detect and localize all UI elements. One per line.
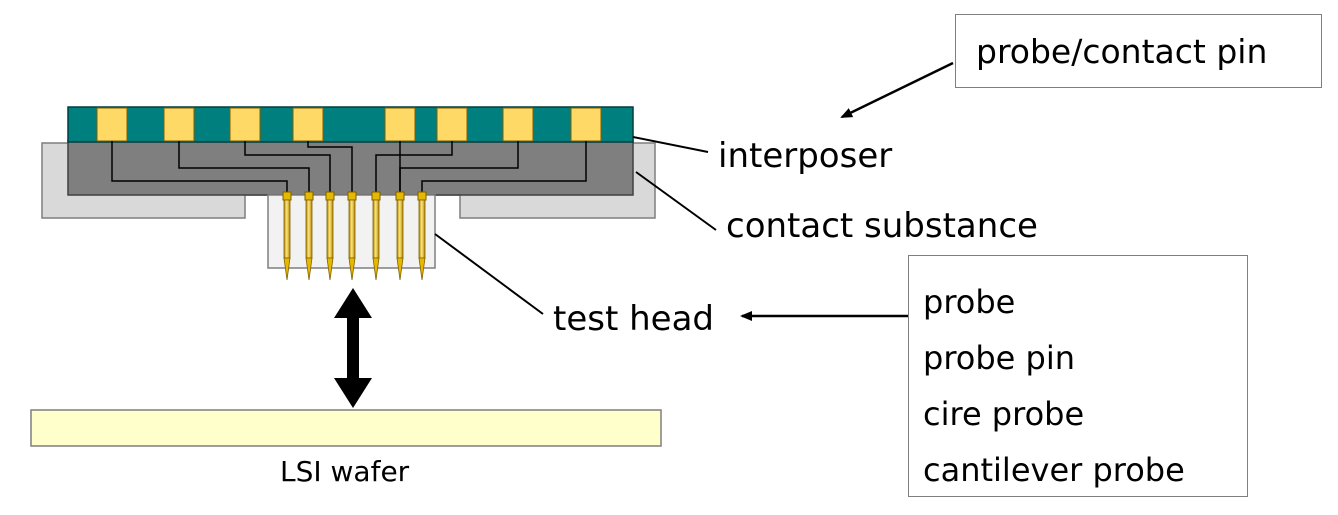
lsi-wafer-label: LSI wafer <box>280 455 410 488</box>
probe-pins <box>282 191 427 281</box>
contact-pad <box>96 107 128 142</box>
probe-pin <box>395 191 405 281</box>
routing-traces <box>111 141 587 196</box>
probe-types-box: probe probe pin cire probe cantilever probe <box>908 255 1248 497</box>
probe-pin <box>371 191 381 281</box>
contact-pad <box>163 107 195 142</box>
routing-trace <box>111 141 288 196</box>
probe-contact-pin-arrow <box>840 61 954 119</box>
routing-trace <box>178 141 310 196</box>
probe-contact-pin-label: probe/contact pin <box>976 32 1268 71</box>
routing-trace <box>421 141 587 196</box>
interposer-leader-line <box>632 136 709 153</box>
lsi-wafer-block <box>30 409 662 447</box>
probe-contact-pin-box: probe/contact pin <box>955 14 1322 88</box>
probe-pin <box>282 191 292 281</box>
probe-pin <box>325 191 335 281</box>
test-head-leader-line <box>434 233 544 315</box>
contact-pad <box>502 107 534 142</box>
routing-trace <box>375 141 453 196</box>
contact-pad <box>570 107 602 142</box>
contact-substance-label: contact substance <box>726 206 1038 246</box>
probe-type-item: probe pin <box>923 339 1075 377</box>
interposer-pads <box>96 107 602 142</box>
probe-types-list: probe probe pin cire probe cantilever probe <box>923 274 1185 498</box>
contact-pad <box>436 107 468 142</box>
routing-trace <box>399 141 519 196</box>
probe-type-item: probe <box>923 283 1016 321</box>
probe-pin <box>417 191 427 281</box>
interposer-layer <box>67 106 634 143</box>
contact-pad <box>384 107 416 142</box>
routing-trace <box>244 141 331 196</box>
contact-pad <box>229 107 261 142</box>
probe-type-item: cantilever probe <box>923 451 1185 489</box>
interposer-label: interposer <box>718 136 893 176</box>
contact-substance-block <box>67 139 634 196</box>
probe-type-item: cire probe <box>923 395 1085 433</box>
probe-pin <box>304 191 314 281</box>
double-arrow-icon <box>334 288 372 408</box>
probe-pin <box>347 191 357 281</box>
routing-trace <box>307 141 353 196</box>
test-head-label: test head <box>553 299 714 339</box>
contact-pad <box>292 107 324 142</box>
contact-substance-leader-line <box>635 171 717 231</box>
